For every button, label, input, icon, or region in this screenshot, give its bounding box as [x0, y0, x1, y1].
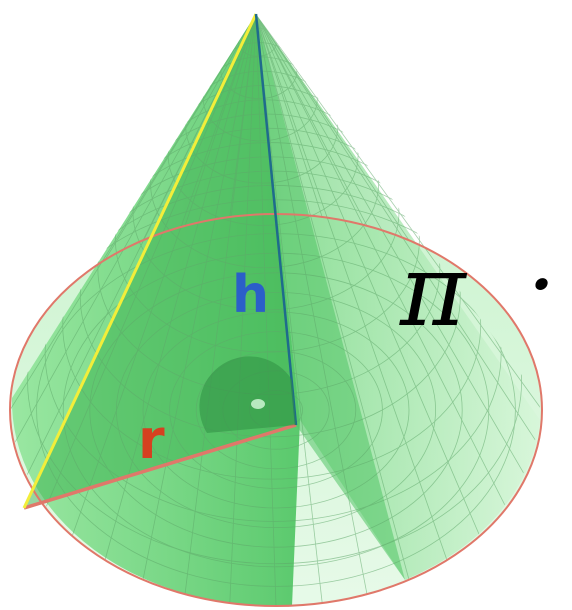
grid-base-ring — [115, 291, 437, 528]
height-label: h — [232, 265, 269, 325]
right-angle-marker — [199, 356, 296, 433]
radius-label: r — [138, 408, 165, 471]
grid-base-ring — [62, 252, 490, 568]
grid-base-ring — [89, 272, 463, 548]
radius-line — [23, 423, 297, 510]
right-angle-dot — [251, 399, 265, 409]
multiplication-dot: · — [527, 231, 556, 338]
grid-base-ring — [36, 233, 516, 587]
grid-base-ring — [142, 311, 410, 509]
grid-base-ring — [169, 331, 383, 489]
grid-base-ring — [195, 350, 357, 470]
slant-edge — [22, 13, 258, 509]
pi-symbol: π — [399, 232, 468, 349]
cross-section-back — [256, 14, 405, 580]
height-line — [254, 13, 298, 426]
